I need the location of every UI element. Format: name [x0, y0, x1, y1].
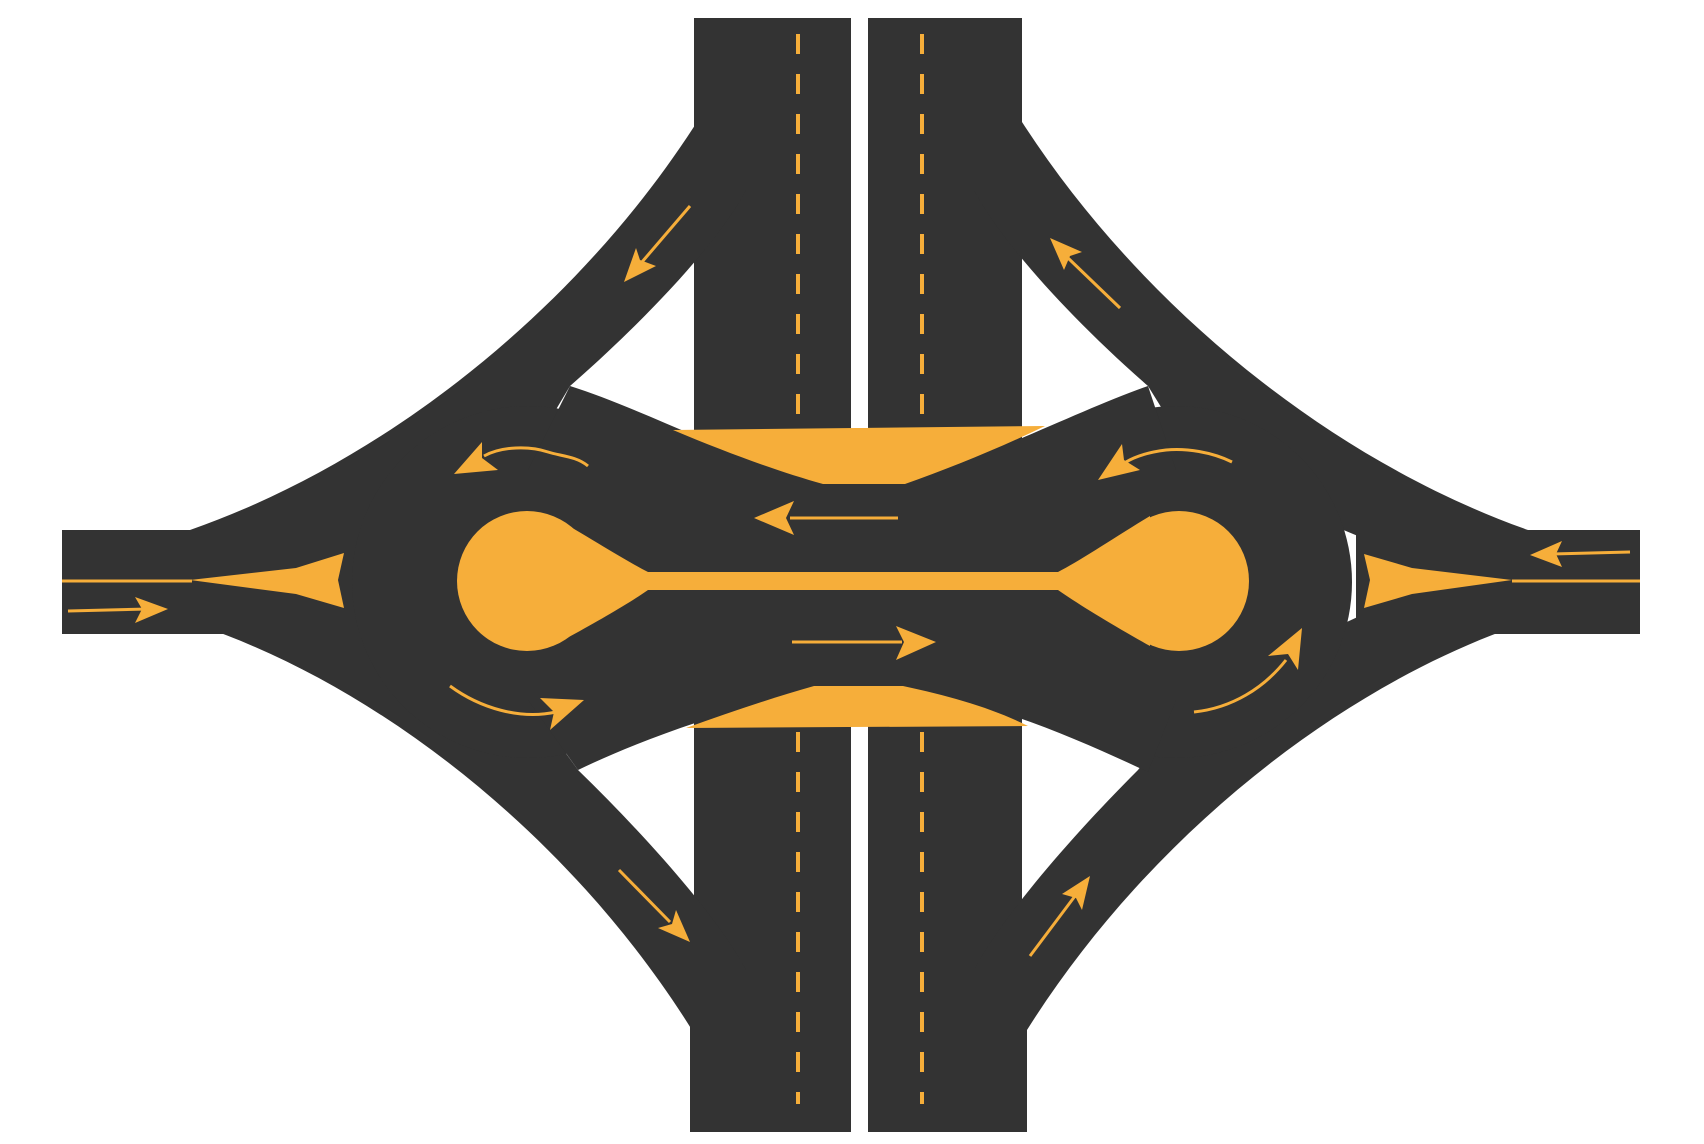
asphalt-overlays: [62, 582, 192, 584]
northeast-ramp-arrow: [1050, 238, 1122, 310]
west-approach-arrow: [67, 597, 168, 623]
west-roundabout-top-arrow: [454, 442, 589, 474]
marking-fills: [190, 426, 1512, 728]
east-approach-arrow: [1530, 541, 1631, 567]
north-bridge-deck: [673, 426, 1045, 484]
mainline-median-bottom: [851, 728, 868, 1132]
southwest-ramp-arrow: [617, 868, 690, 942]
southeast-ramp-arrow: [1028, 876, 1090, 957]
west-splitter-island: [190, 553, 344, 608]
east-roundabout-top-arrow: [1098, 444, 1233, 480]
connector-eastbound-arrow: [792, 626, 936, 660]
southbound-ramp-taper-bottom: [975, 1020, 1027, 1132]
direction-arrows: [67, 205, 1631, 957]
northbound-ramp-taper-bottom: [690, 1020, 746, 1132]
east-splitter-island: [1364, 554, 1512, 608]
south-bridge-deck: [686, 686, 1028, 728]
approach-divider-west-base: [62, 582, 192, 584]
southbound-ramp-taper-top: [972, 18, 1022, 128]
connector-westbound-arrow: [754, 501, 898, 535]
northwest-ramp-arrow: [624, 205, 692, 282]
east-roundabout-bottom-arrow: [1193, 628, 1302, 714]
median-island: [552, 516, 1150, 646]
west-roundabout-bottom-arrow: [449, 684, 584, 730]
lane-dashes: [796, 34, 924, 1104]
northbound-ramp-taper-top: [694, 18, 746, 128]
mainline-median: [851, 18, 868, 428]
